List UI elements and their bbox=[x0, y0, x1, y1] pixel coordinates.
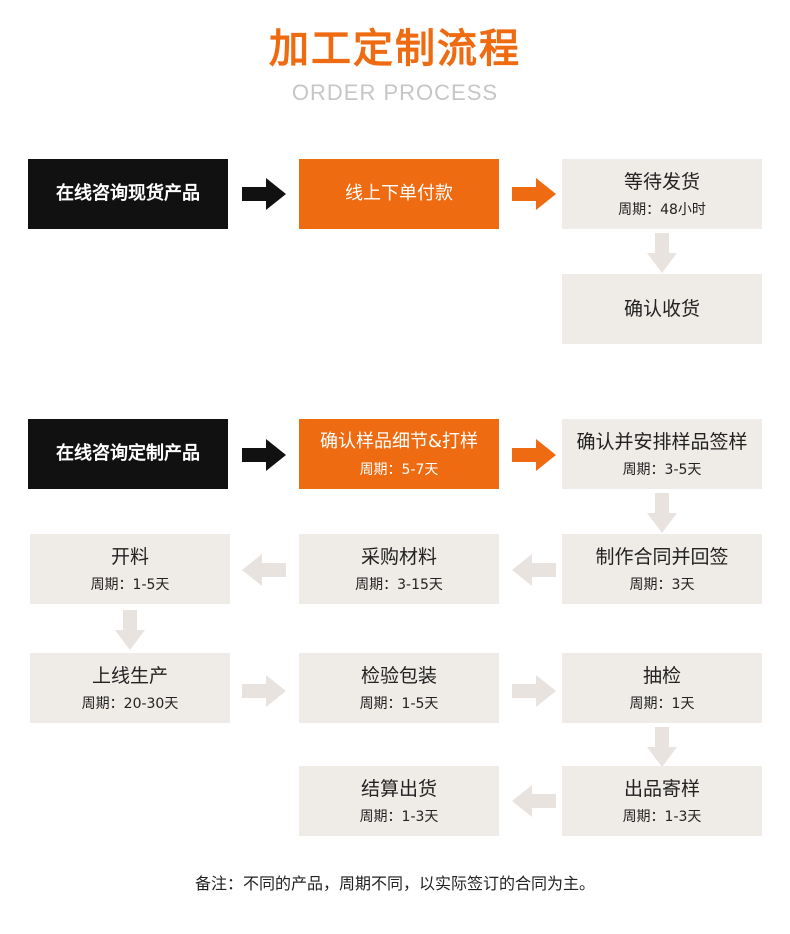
step-period: 周期：3-15天 bbox=[355, 576, 443, 593]
step-period: 周期：1天 bbox=[629, 695, 695, 712]
right-arrow-icon bbox=[512, 439, 556, 471]
step-wait-shipment: 等待发货 周期：48小时 bbox=[562, 159, 762, 229]
right-arrow-icon bbox=[512, 178, 556, 210]
step-label: 采购材料 bbox=[360, 545, 437, 568]
step-period: 周期：3天 bbox=[629, 576, 695, 593]
step-label: 线上下单付款 bbox=[345, 183, 453, 204]
page-subtitle: ORDER PROCESS bbox=[291, 80, 499, 105]
right-arrow-icon bbox=[242, 439, 286, 471]
page-title: 加工定制流程 bbox=[269, 26, 521, 72]
step-period: 周期：3-5天 bbox=[622, 461, 702, 478]
down-arrow-icon bbox=[647, 727, 677, 767]
step-spot-check: 抽检 周期：1天 bbox=[562, 653, 762, 723]
step-label: 在线咨询现货产品 bbox=[56, 183, 200, 204]
step-settle-ship: 结算出货 周期：1-3天 bbox=[299, 766, 499, 836]
step-label: 开料 bbox=[110, 545, 149, 568]
step-label: 检验包装 bbox=[360, 664, 437, 687]
right-arrow-icon bbox=[512, 675, 556, 707]
step-confirm-receipt: 确认收货 bbox=[562, 274, 762, 344]
step-production: 上线生产 周期：20-30天 bbox=[30, 653, 230, 723]
footnote: 备注：不同的产品，周期不同，以实际签订的合同为主。 bbox=[194, 874, 595, 893]
step-label: 确认样品细节&打样 bbox=[319, 430, 479, 452]
step-pay-online: 线上下单付款 bbox=[299, 159, 499, 229]
step-period: 周期：5-7天 bbox=[359, 461, 439, 478]
right-arrow-icon bbox=[242, 178, 286, 210]
step-ship-sample: 出品寄样 周期：1-3天 bbox=[562, 766, 762, 836]
step-period: 周期：1-3天 bbox=[622, 808, 702, 825]
step-label: 结算出货 bbox=[360, 777, 437, 800]
step-consult-stock: 在线咨询现货产品 bbox=[28, 159, 228, 229]
step-period: 周期：1-3天 bbox=[359, 808, 439, 825]
step-label: 确认并安排样品签样 bbox=[576, 430, 748, 453]
step-label: 抽检 bbox=[642, 664, 681, 687]
down-arrow-icon bbox=[647, 493, 677, 533]
step-label: 确认收货 bbox=[623, 298, 700, 320]
step-contract: 制作合同并回签 周期：3天 bbox=[562, 534, 762, 604]
step-label: 上线生产 bbox=[91, 664, 168, 687]
left-arrow-icon bbox=[512, 785, 556, 817]
step-period: 周期：20-30天 bbox=[81, 695, 179, 712]
step-period: 周期：48小时 bbox=[618, 201, 706, 218]
step-cutting: 开料 周期：1-5天 bbox=[30, 534, 230, 604]
step-sample-sign: 确认并安排样品签样 周期：3-5天 bbox=[562, 419, 762, 489]
left-arrow-icon bbox=[512, 554, 556, 586]
left-arrow-icon bbox=[242, 554, 286, 586]
step-label: 等待发货 bbox=[623, 170, 700, 193]
step-label: 在线咨询定制产品 bbox=[56, 443, 200, 464]
step-purchase-materials: 采购材料 周期：3-15天 bbox=[299, 534, 499, 604]
down-arrow-icon bbox=[115, 610, 145, 650]
step-sample-details: 确认样品细节&打样 周期：5-7天 bbox=[299, 419, 499, 489]
step-consult-custom: 在线咨询定制产品 bbox=[28, 419, 228, 489]
down-arrow-icon bbox=[647, 233, 677, 273]
step-period: 周期：1-5天 bbox=[90, 576, 170, 593]
step-label: 制作合同并回签 bbox=[595, 545, 729, 568]
step-inspection-packing: 检验包装 周期：1-5天 bbox=[299, 653, 499, 723]
right-arrow-icon bbox=[242, 675, 286, 707]
step-label: 出品寄样 bbox=[623, 777, 700, 800]
step-period: 周期：1-5天 bbox=[359, 695, 439, 712]
